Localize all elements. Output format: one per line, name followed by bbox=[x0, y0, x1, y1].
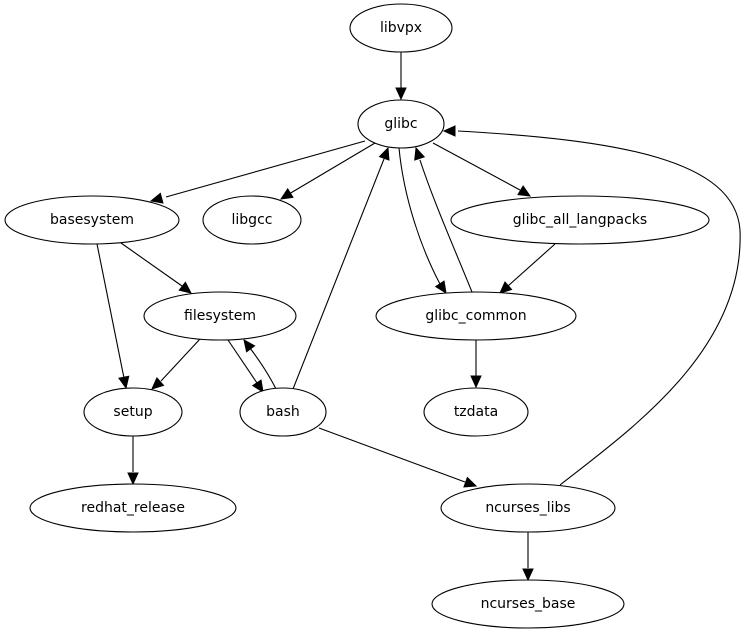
node-glibc: glibc bbox=[357, 99, 445, 149]
edge-ncurses-libs-to-glibc bbox=[442, 125, 741, 486]
node-label: redhat_release bbox=[81, 500, 185, 516]
edge-line bbox=[165, 140, 366, 198]
arrowhead-icon bbox=[522, 568, 534, 582]
node-shape bbox=[440, 483, 616, 533]
edge-ncurses-libs-to-ncurses-base bbox=[522, 532, 534, 582]
node-shape bbox=[357, 99, 445, 149]
edge-libvpx-to-glibc bbox=[395, 52, 407, 101]
node-label: ncurses_libs bbox=[485, 500, 570, 516]
arrowhead-icon bbox=[279, 188, 294, 200]
edge-line bbox=[318, 427, 466, 483]
node-shape bbox=[29, 483, 237, 533]
edge-glibc-to-libgcc bbox=[279, 142, 376, 200]
arrowhead-icon bbox=[434, 280, 447, 295]
edge-line bbox=[398, 147, 441, 285]
arrowhead-icon bbox=[414, 146, 426, 161]
edge-filesystem-to-setup bbox=[151, 338, 201, 390]
edge-line bbox=[249, 347, 277, 390]
node-glibc-common: glibc_common bbox=[375, 291, 577, 341]
node-label: libgcc bbox=[232, 212, 273, 228]
node-shape bbox=[83, 387, 183, 437]
node-shape bbox=[239, 387, 327, 437]
node-label: setup bbox=[113, 404, 152, 420]
edge-line bbox=[457, 130, 741, 486]
node-label: filesystem bbox=[184, 308, 256, 324]
node-glibc-all-langpacks: glibc_all_langpacks bbox=[450, 195, 710, 245]
node-libgcc: libgcc bbox=[202, 195, 302, 245]
edge-glibc-to-basesystem bbox=[149, 140, 366, 204]
edges-layer bbox=[96, 52, 741, 582]
node-shape bbox=[431, 579, 625, 629]
node-ncurses-libs: ncurses_libs bbox=[440, 483, 616, 533]
node-shape bbox=[143, 291, 297, 341]
node-tzdata: tzdata bbox=[423, 387, 529, 437]
arrowhead-icon bbox=[118, 375, 130, 390]
node-libvpx: libvpx bbox=[349, 3, 453, 53]
edge-line bbox=[120, 242, 183, 287]
edge-glibc-to-glibc-common bbox=[398, 147, 447, 295]
edge-basesystem-to-setup bbox=[96, 243, 130, 390]
arrowhead-icon bbox=[243, 339, 256, 353]
node-label: ncurses_base bbox=[481, 596, 576, 612]
node-basesystem: basesystem bbox=[4, 195, 180, 245]
node-shape bbox=[349, 3, 453, 53]
node-shape bbox=[202, 195, 302, 245]
arrowhead-icon bbox=[463, 476, 478, 488]
node-bash: bash bbox=[239, 387, 327, 437]
node-shape bbox=[4, 195, 180, 245]
node-label: glibc_common bbox=[425, 308, 526, 324]
edge-glibc-all-langpacks-to-glibc-common bbox=[499, 243, 556, 294]
edge-glibc-to-glibc-all-langpacks bbox=[432, 142, 532, 197]
arrowhead-icon bbox=[127, 472, 139, 486]
edge-line bbox=[160, 338, 201, 382]
node-setup: setup bbox=[83, 387, 183, 437]
arrowhead-icon bbox=[178, 281, 192, 294]
node-shape bbox=[375, 291, 577, 341]
edge-bash-to-glibc bbox=[292, 146, 390, 390]
arrowhead-icon bbox=[517, 185, 532, 197]
node-ncurses-base: ncurses_base bbox=[431, 579, 625, 629]
edge-basesystem-to-filesystem bbox=[120, 242, 192, 294]
edge-setup-to-redhat-release bbox=[127, 436, 139, 486]
node-label: glibc bbox=[384, 116, 417, 132]
edge-glibc-common-to-glibc bbox=[414, 146, 473, 293]
edge-line bbox=[419, 159, 473, 293]
arrowhead-icon bbox=[442, 125, 456, 137]
edge-filesystem-to-bash bbox=[227, 339, 264, 394]
arrowhead-icon bbox=[395, 87, 407, 101]
arrowhead-icon bbox=[378, 146, 390, 161]
edge-bash-to-ncurses-libs bbox=[318, 427, 478, 488]
node-label: bash bbox=[266, 404, 300, 420]
node-shape bbox=[423, 387, 529, 437]
nodes-layer: libvpx glibc basesystem libgcc glibc_all_lan… bbox=[4, 3, 710, 629]
edge-bash-to-filesystem bbox=[243, 339, 277, 390]
edge-line bbox=[96, 243, 125, 379]
edge-line bbox=[432, 142, 521, 191]
edge-glibc-common-to-tzdata bbox=[470, 340, 482, 389]
node-label: glibc_all_langpacks bbox=[513, 212, 647, 228]
node-redhat-release: redhat_release bbox=[29, 483, 237, 533]
arrowhead-icon bbox=[151, 377, 165, 390]
edge-line bbox=[292, 158, 385, 390]
arrowhead-icon bbox=[470, 375, 482, 389]
node-label: tzdata bbox=[454, 404, 498, 420]
node-shape bbox=[450, 195, 710, 245]
edge-line bbox=[507, 243, 556, 287]
arrowhead-icon bbox=[149, 192, 164, 204]
node-label: basesystem bbox=[50, 212, 134, 228]
edge-line bbox=[227, 339, 258, 384]
node-label: libvpx bbox=[380, 20, 422, 36]
arrowhead-icon bbox=[251, 379, 264, 394]
arrowhead-icon bbox=[499, 281, 513, 294]
edge-line bbox=[288, 142, 376, 195]
node-filesystem: filesystem bbox=[143, 291, 297, 341]
